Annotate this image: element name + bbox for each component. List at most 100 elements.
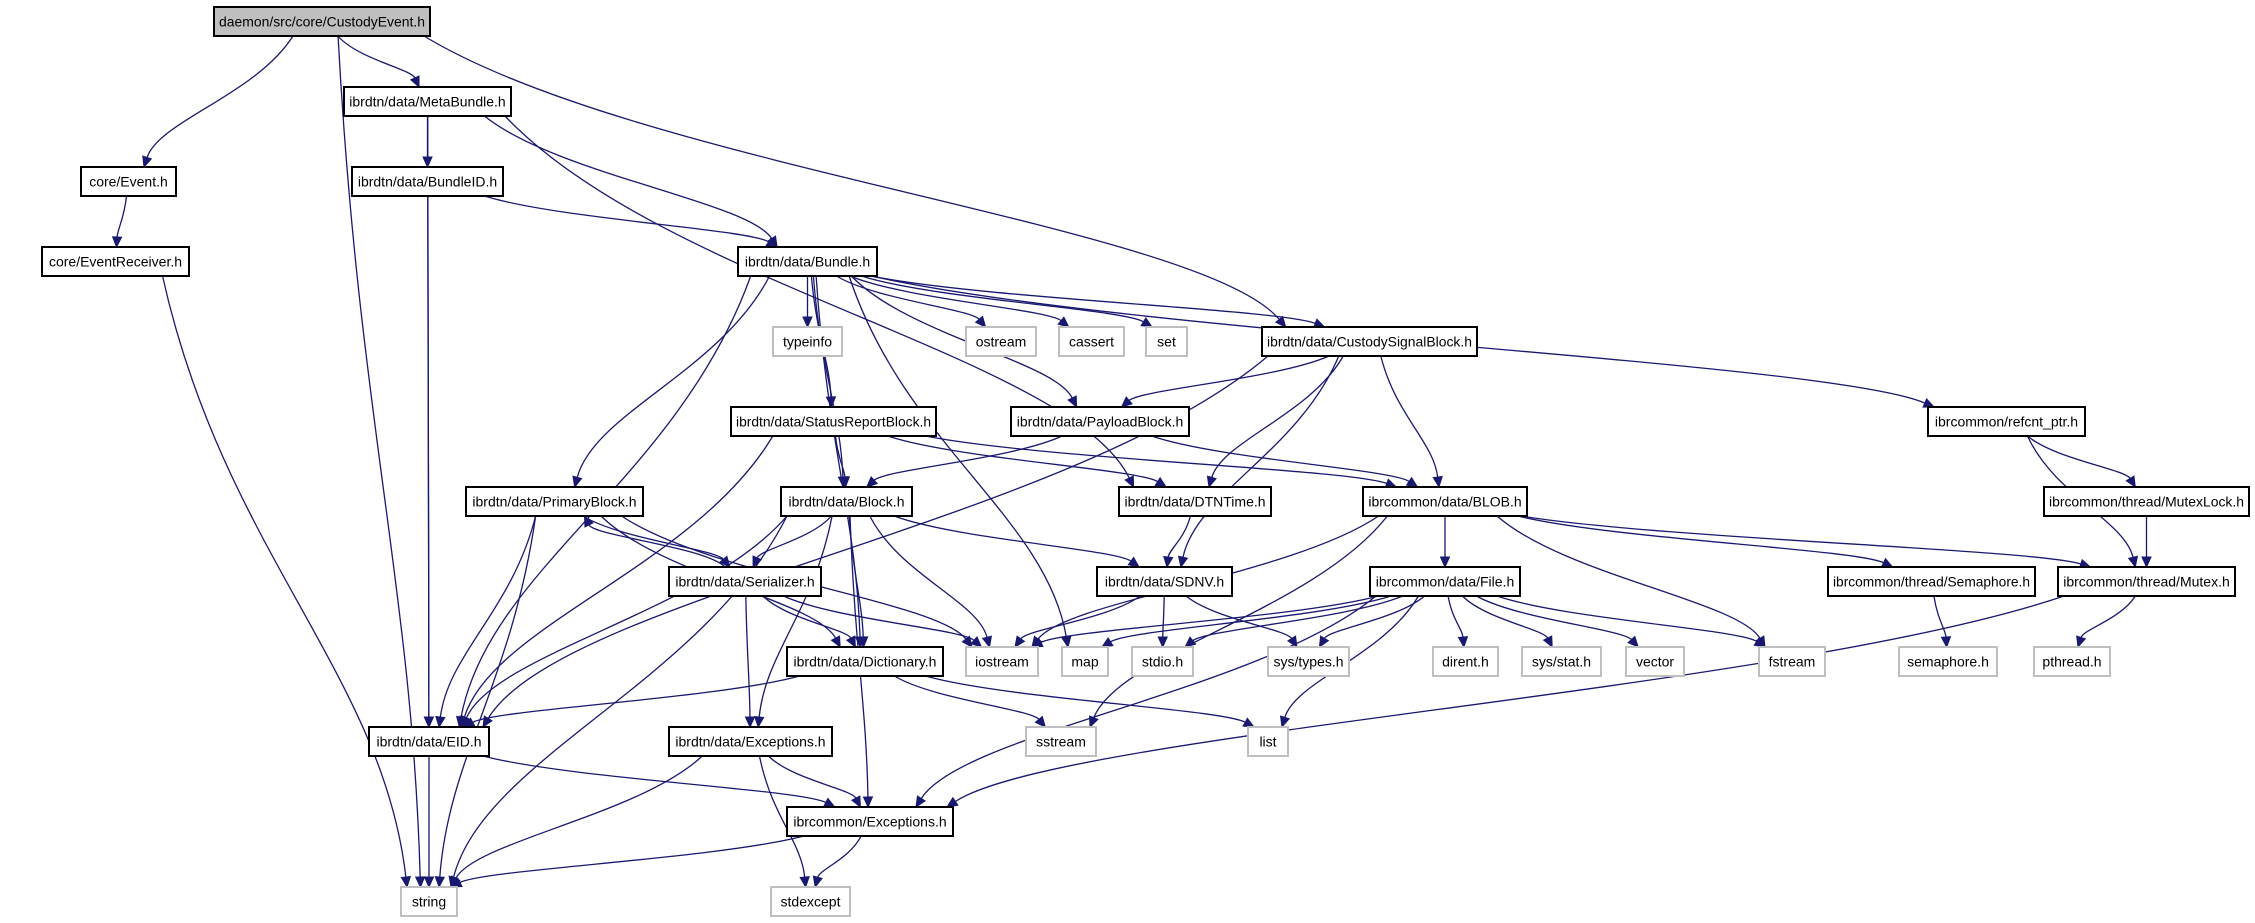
- edge-bundle-to-set: [861, 275, 1144, 323]
- node-box: [1362, 486, 1528, 517]
- edge-statusreportblock-to-block: [834, 435, 846, 478]
- node-sdnv[interactable]: ibrdtn/data/SDNV.h: [1096, 566, 1233, 597]
- edge-block-to-eid: [465, 515, 788, 719]
- node-payloadblock[interactable]: ibrdtn/data/PayloadBlock.h: [1010, 406, 1190, 437]
- edge-eventreceiver-to-string: [161, 275, 407, 878]
- node-event[interactable]: core/Event.h: [80, 166, 177, 197]
- arrowhead-icon: [915, 795, 927, 809]
- node-box: [786, 806, 954, 837]
- arrowhead-icon: [1034, 715, 1047, 728]
- node-box: [1267, 646, 1350, 677]
- node-box: [1131, 646, 1194, 677]
- node-block[interactable]: ibrdtn/data/Block.h: [780, 486, 913, 517]
- node-set: set: [1145, 326, 1188, 357]
- node-exceptions[interactable]: ibrdtn/data/Exceptions.h: [668, 726, 833, 757]
- node-label: sstream: [1036, 734, 1086, 750]
- arrowhead-icon: [111, 236, 123, 249]
- edge-block-to-sdnv: [893, 515, 1132, 562]
- arrowhead-icon: [1061, 635, 1072, 649]
- edge-primaryblock-to-serializer: [582, 515, 724, 560]
- arrowhead-icon: [1279, 715, 1291, 729]
- arrowhead-icon: [423, 876, 435, 889]
- node-cassert: cassert: [1058, 326, 1125, 357]
- node-mutex[interactable]: ibrcommon/thread/Mutex.h: [2057, 566, 2236, 597]
- node-statusreportblock[interactable]: ibrdtn/data/StatusReportBlock.h: [730, 406, 937, 437]
- node-dtntime[interactable]: ibrdtn/data/DTNTime.h: [1118, 486, 1272, 517]
- node-box: [1025, 726, 1097, 757]
- arrowhead-icon: [857, 636, 869, 649]
- edge-bundle-to-ostream: [836, 275, 980, 320]
- arrowhead-icon: [1457, 636, 1469, 649]
- node-refcnt-ptr[interactable]: ibrcommon/refcnt_ptr.h: [1927, 406, 2086, 437]
- node-bundle[interactable]: ibrdtn/data/Bundle.h: [737, 246, 878, 277]
- node-box: [965, 326, 1037, 357]
- edge-serializer-to-iostream: [783, 595, 975, 641]
- node-eid[interactable]: ibrdtn/data/EID.h: [368, 726, 490, 757]
- node-serializer[interactable]: ibrdtn/data/Serializer.h: [668, 566, 822, 597]
- node-box: [368, 726, 490, 757]
- arrowhead-icon: [850, 795, 861, 809]
- node-box: [668, 566, 822, 597]
- node-semaphore-h[interactable]: ibrcommon/thread/Semaphore.h: [1827, 566, 2036, 597]
- arrowhead-icon: [981, 635, 993, 649]
- node-label: core/EventReceiver.h: [49, 254, 182, 270]
- edge-file-to-vector: [1476, 595, 1632, 641]
- node-primaryblock[interactable]: ibrdtn/data/PrimaryBlock.h: [465, 486, 644, 517]
- edge-exceptions-to-stdexcept: [758, 755, 806, 878]
- node-label: list: [1259, 734, 1276, 750]
- node-label: ibrcommon/Exceptions.h: [793, 814, 946, 830]
- node-string: string: [400, 886, 458, 917]
- edge-sdnv-to-stdio: [1162, 595, 1165, 638]
- node-custodyevent[interactable]: daemon/src/core/CustodyEvent.h: [213, 6, 431, 37]
- node-box: [737, 246, 878, 277]
- node-box: [1898, 646, 1998, 677]
- node-label: daemon/src/core/CustodyEvent.h: [219, 14, 425, 30]
- edge-primaryblock-to-eid: [439, 515, 537, 718]
- node-file[interactable]: ibrcommon/data/File.h: [1369, 566, 1521, 597]
- arrowhead-icon: [970, 636, 983, 648]
- arrowhead-icon: [1542, 635, 1553, 649]
- node-mutexlock[interactable]: ibrcommon/thread/MutexLock.h: [2043, 486, 2250, 517]
- node-stdio: stdio.h: [1131, 646, 1194, 677]
- arrowhead-icon: [583, 514, 594, 528]
- node-box: [465, 486, 644, 517]
- node-eventreceiver[interactable]: core/EventReceiver.h: [41, 246, 190, 277]
- node-ostream: ostream: [965, 326, 1037, 357]
- edge-bundle-to-cassert: [849, 275, 1062, 322]
- edge-statusreportblock-to-blob: [925, 435, 1387, 485]
- arrowhead-icon: [572, 475, 583, 489]
- arrowhead-icon: [945, 796, 959, 808]
- edge-bundle-to-map: [848, 275, 1067, 638]
- edge-serializer-to-exceptions: [745, 595, 751, 718]
- node-dirent: dirent.h: [1432, 646, 1499, 677]
- arrowhead-icon: [1067, 395, 1078, 409]
- node-box: [351, 166, 504, 197]
- arrowhead-icon: [435, 715, 446, 729]
- node-custodysignalblock[interactable]: ibrdtn/data/CustodySignalBlock.h: [1261, 326, 1478, 357]
- arrowhead-icon: [865, 476, 879, 488]
- arrowhead-icon: [1439, 556, 1451, 569]
- arrowhead-icon: [752, 555, 763, 569]
- node-sstream: sstream: [1025, 726, 1097, 757]
- node-label: ibrdtn/data/Dictionary.h: [794, 654, 937, 670]
- node-metabundle[interactable]: ibrdtn/data/MetaBundle.h: [343, 86, 512, 117]
- edge-sdnv-to-systypes: [1185, 595, 1293, 639]
- node-box: [2057, 566, 2236, 597]
- arrowhead-icon: [434, 876, 446, 889]
- edge-custodysignalblock-to-sdnv: [1182, 355, 1340, 558]
- arrowhead-icon: [1120, 396, 1133, 408]
- node-bundleid[interactable]: ibrdtn/data/BundleID.h: [351, 166, 504, 197]
- arrowhead-icon: [142, 155, 153, 169]
- node-label: ibrdtn/data/Exceptions.h: [675, 734, 825, 750]
- node-dictionary[interactable]: ibrdtn/data/Dictionary.h: [786, 646, 944, 677]
- node-box: [1061, 646, 1109, 677]
- edge-bundle-to-eid: [460, 275, 752, 718]
- arrowhead-icon: [2076, 635, 2087, 649]
- arrowhead-icon: [1242, 717, 1256, 728]
- arrowhead-icon: [1432, 475, 1443, 489]
- node-ibrexceptions[interactable]: ibrcommon/Exceptions.h: [786, 806, 954, 837]
- node-blob[interactable]: ibrcommon/data/BLOB.h: [1362, 486, 1528, 517]
- node-label: ibrdtn/data/PrimaryBlock.h: [472, 494, 636, 510]
- node-label: ibrcommon/thread/Mutex.h: [2063, 574, 2230, 590]
